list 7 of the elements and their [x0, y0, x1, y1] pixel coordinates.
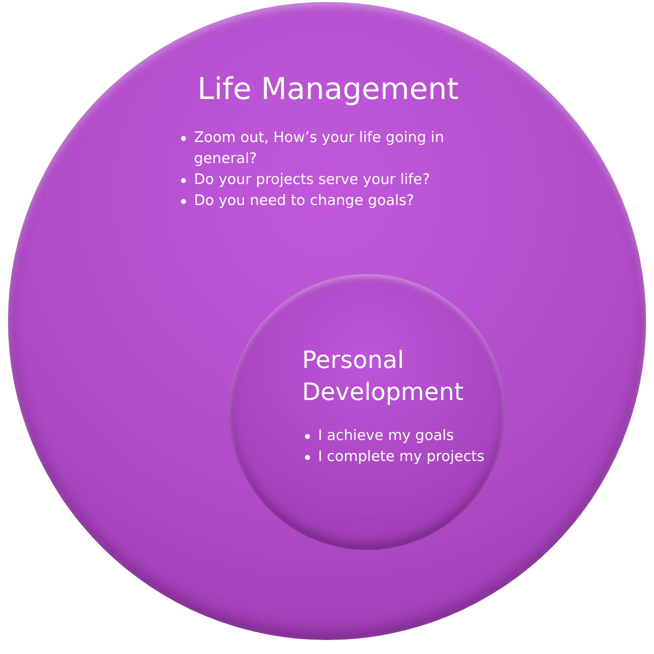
bullet-item: I achieve my goals [318, 428, 454, 444]
bullet-item: Do your projects serve your life? [194, 172, 430, 188]
bullet-item: Zoom out, How’s your life going in general? [194, 130, 444, 167]
bullet-item: I complete my projects [318, 449, 484, 465]
circle-heading: Life Management [196, 72, 460, 107]
bullet-item: Do you need to change goals? [194, 193, 414, 209]
circle-heading: Personal Development [302, 345, 465, 408]
